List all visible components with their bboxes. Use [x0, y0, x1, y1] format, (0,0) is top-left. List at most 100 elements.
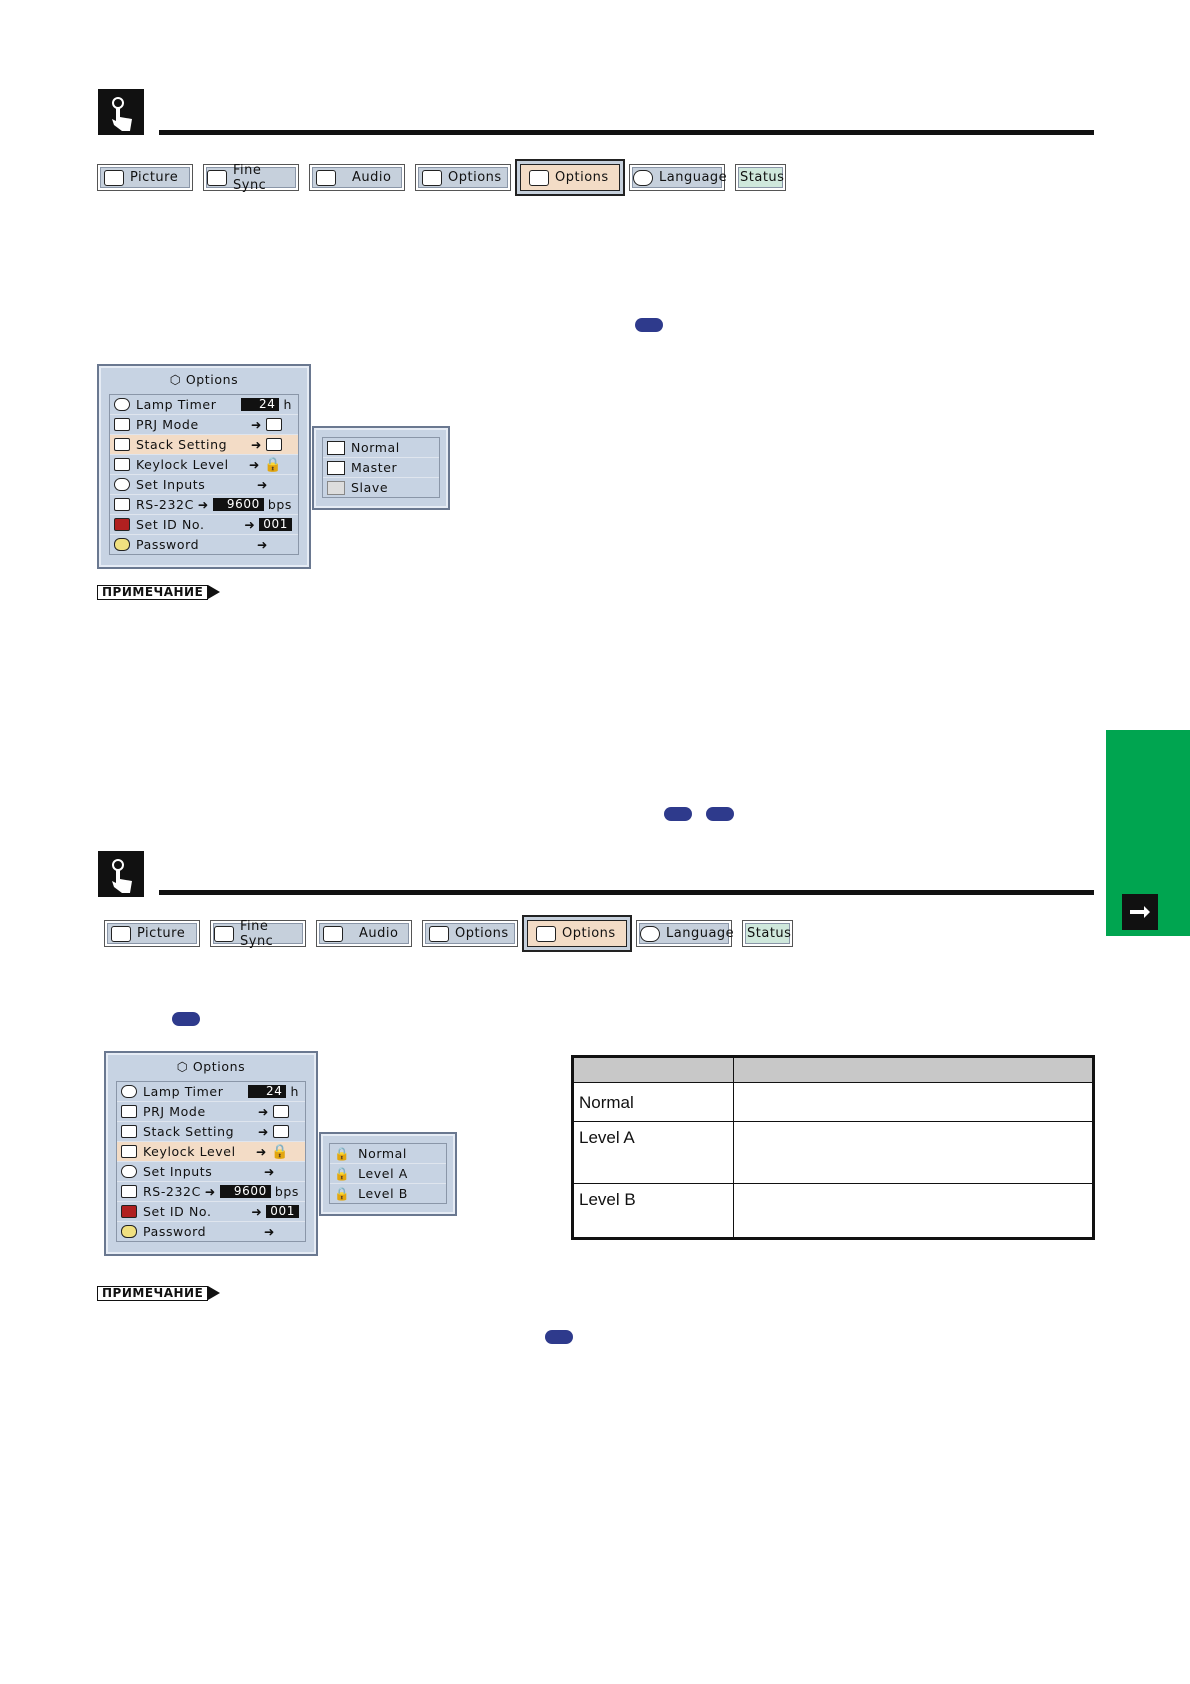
- submenu-item-master[interactable]: Master: [323, 458, 439, 478]
- note-arrow-icon: [208, 585, 221, 599]
- table-header-cell: [572, 1056, 734, 1083]
- tab-audio[interactable]: Audio: [309, 164, 405, 191]
- padlock-icon: 🔒: [270, 1143, 289, 1160]
- menu-title: ⬡ Options: [176, 1059, 246, 1074]
- rs232c-icon: [121, 1185, 137, 1198]
- table-row: Level B: [572, 1183, 1094, 1239]
- tab-picture[interactable]: Picture: [97, 164, 193, 191]
- menu-row-password[interactable]: Password➜: [117, 1222, 305, 1241]
- arrow-right-icon: ➜: [256, 537, 268, 552]
- tab-options-1[interactable]: Options: [415, 164, 511, 191]
- lamp-hours-value: 24: [247, 1085, 287, 1098]
- arrow-right-icon: ➜: [263, 1224, 275, 1239]
- button-ref-pill: [706, 807, 734, 821]
- stack-slave-icon: [327, 480, 345, 495]
- menu-row-set-id[interactable]: Set ID No.➜001: [110, 515, 298, 535]
- tab-status[interactable]: Status: [742, 920, 793, 947]
- prj-mode-icon: [273, 1105, 289, 1118]
- tab-fine-sync[interactable]: Fine Sync: [203, 163, 299, 193]
- tab-options-2-active[interactable]: Options: [522, 915, 632, 952]
- menu-row-prj-mode[interactable]: PRJ Mode➜: [110, 415, 298, 435]
- padlock-icon: 🔒: [263, 456, 282, 473]
- menu-row-set-inputs[interactable]: Set Inputs➜: [117, 1162, 305, 1182]
- padlock-icon: 🔒: [334, 1165, 351, 1181]
- set-inputs-icon: [121, 1165, 137, 1178]
- tab-language[interactable]: Language: [636, 920, 734, 947]
- menu-row-prj-mode[interactable]: PRJ Mode➜: [117, 1102, 305, 1122]
- lamp-timer-icon: [114, 398, 130, 411]
- speech-bubble-icon: [633, 169, 653, 186]
- keylock-icon: [114, 458, 130, 471]
- arrow-right-icon: ➜: [255, 1144, 267, 1159]
- options-icon: [536, 925, 556, 942]
- submenu-item-normal[interactable]: Normal: [323, 438, 439, 458]
- tab-audio[interactable]: Audio: [316, 920, 412, 947]
- arrow-right-icon: ➜: [250, 437, 262, 452]
- tab-status[interactable]: Status: [735, 164, 786, 191]
- password-icon: [121, 1225, 137, 1238]
- menu-row-stack-setting[interactable]: Stack Setting➜: [110, 435, 298, 455]
- menu-row-keylock-level[interactable]: Keylock Level➜🔒: [117, 1142, 305, 1162]
- baud-rate-value: 9600: [212, 498, 264, 511]
- fine-sync-icon: [214, 925, 234, 942]
- menu-row-set-id[interactable]: Set ID No.➜001: [117, 1202, 305, 1222]
- menu-tab-bar: Picture Fine Sync Audio Options Options …: [104, 915, 793, 952]
- menu-title: ⬡ Options: [169, 372, 239, 387]
- lamp-timer-icon: [121, 1085, 137, 1098]
- menu-tab-bar: Picture Fine Sync Audio Options Options …: [97, 159, 786, 196]
- keylock-level-table: Normal Level A Level B: [571, 1055, 1095, 1240]
- section-rule: [159, 130, 1094, 135]
- menu-row-keylock-level[interactable]: Keylock Level➜🔒: [110, 455, 298, 475]
- submenu-item-slave[interactable]: Slave: [323, 478, 439, 497]
- arrow-right-icon: ➜: [251, 1204, 263, 1219]
- fine-sync-icon: [207, 169, 227, 186]
- keylock-icon: [121, 1145, 137, 1158]
- id-number-value: 001: [259, 518, 292, 531]
- hand-pointer-icon: [1122, 894, 1158, 930]
- tab-options-1[interactable]: Options: [422, 920, 518, 947]
- submenu-item-normal[interactable]: 🔒Normal: [330, 1144, 446, 1164]
- picture-icon: [111, 925, 131, 942]
- menu-row-stack-setting[interactable]: Stack Setting➜: [117, 1122, 305, 1142]
- arrow-right-icon: ➜: [244, 517, 256, 532]
- padlock-open-icon: 🔒: [334, 1145, 351, 1161]
- submenu-item-level-a[interactable]: 🔒Level A: [330, 1164, 446, 1184]
- arrow-right-icon: ➜: [263, 1164, 275, 1179]
- table-cell-description: [733, 1183, 1094, 1239]
- menu-row-password[interactable]: Password➜: [110, 535, 298, 554]
- button-ref-pill: [545, 1330, 573, 1344]
- button-ref-pill: [664, 807, 692, 821]
- tab-options-2-active[interactable]: Options: [515, 159, 625, 196]
- tab-language[interactable]: Language: [629, 164, 727, 191]
- picture-icon: [104, 169, 124, 186]
- prj-mode-icon: [266, 418, 282, 431]
- table-header-row: [572, 1056, 1094, 1083]
- tab-fine-sync[interactable]: Fine Sync: [210, 919, 306, 949]
- stack-setting-icon: [114, 438, 130, 451]
- table-row: Level A: [572, 1121, 1094, 1184]
- arrow-right-icon: ➜: [204, 1184, 216, 1199]
- options-icon: ⬡: [169, 372, 186, 387]
- speaker-icon: [323, 925, 343, 942]
- note-label: ПРИМЕЧАНИЕ: [97, 584, 221, 600]
- button-ref-pill: [172, 1012, 200, 1026]
- tab-picture[interactable]: Picture: [104, 920, 200, 947]
- arrow-right-icon: ➜: [250, 417, 262, 432]
- section-rule: [159, 890, 1094, 895]
- set-inputs-icon: [114, 478, 130, 491]
- menu-row-set-inputs[interactable]: Set Inputs➜: [110, 475, 298, 495]
- stack-setting-icon: [121, 1125, 137, 1138]
- stack-setting-icon: [266, 438, 282, 451]
- arrow-right-icon: ➜: [197, 497, 209, 512]
- arrow-right-icon: ➜: [248, 457, 260, 472]
- table-cell-level: Level A: [572, 1121, 734, 1184]
- table-cell-description: [733, 1082, 1094, 1122]
- submenu-item-level-b[interactable]: 🔒Level B: [334, 1185, 408, 1202]
